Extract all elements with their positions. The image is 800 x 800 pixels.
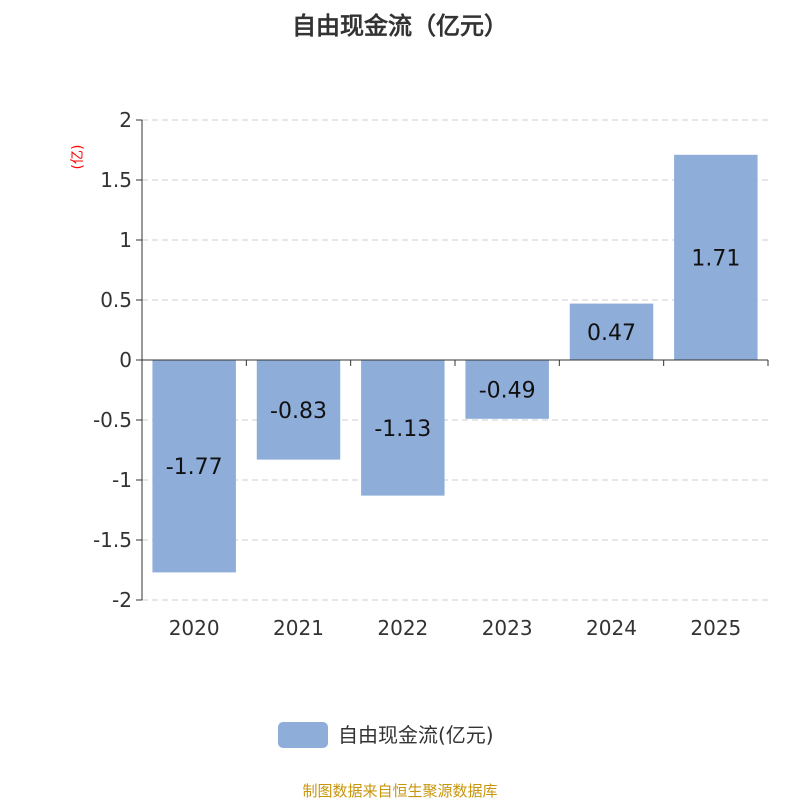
legend-label[interactable]: 自由现金流(亿元) xyxy=(338,723,494,747)
legend-swatch[interactable] xyxy=(278,722,328,748)
x-tick-label: 2021 xyxy=(273,616,324,640)
bar-2025 xyxy=(674,154,758,360)
y-axis-label: (亿) xyxy=(70,145,86,170)
x-tick-label: 2024 xyxy=(586,616,637,640)
y-tick-label: 1 xyxy=(119,228,132,252)
data-label: -0.49 xyxy=(479,378,536,403)
footer-source: 制图数据来自恒生聚源数据库 xyxy=(302,782,497,800)
x-tick-label: 2025 xyxy=(690,616,741,640)
data-label: 1.71 xyxy=(691,246,740,271)
data-label: -1.77 xyxy=(166,455,223,480)
x-tick-label: 2023 xyxy=(482,616,533,640)
y-tick-label: 0 xyxy=(119,348,132,372)
y-tick-label: 1.5 xyxy=(100,168,132,192)
y-tick-label: -1 xyxy=(112,468,132,492)
bar-2020 xyxy=(152,360,236,573)
bar-2023 xyxy=(465,360,549,419)
x-tick-label: 2022 xyxy=(377,616,428,640)
x-tick-label: 2020 xyxy=(169,616,220,640)
bar-2024 xyxy=(569,303,654,360)
data-label: -1.13 xyxy=(374,417,431,442)
y-tick-label: 2 xyxy=(119,108,132,132)
y-tick-label: -1.5 xyxy=(93,528,132,552)
y-tick-label: 0.5 xyxy=(100,288,132,312)
y-tick-label: -2 xyxy=(112,588,132,612)
bar-2021 xyxy=(256,360,341,460)
y-tick-label: -0.5 xyxy=(93,408,132,432)
data-label: 0.47 xyxy=(587,321,636,346)
data-label: -0.83 xyxy=(270,399,327,424)
chart-title: 自由现金流（亿元） xyxy=(292,12,508,40)
bar-2022 xyxy=(361,360,445,496)
